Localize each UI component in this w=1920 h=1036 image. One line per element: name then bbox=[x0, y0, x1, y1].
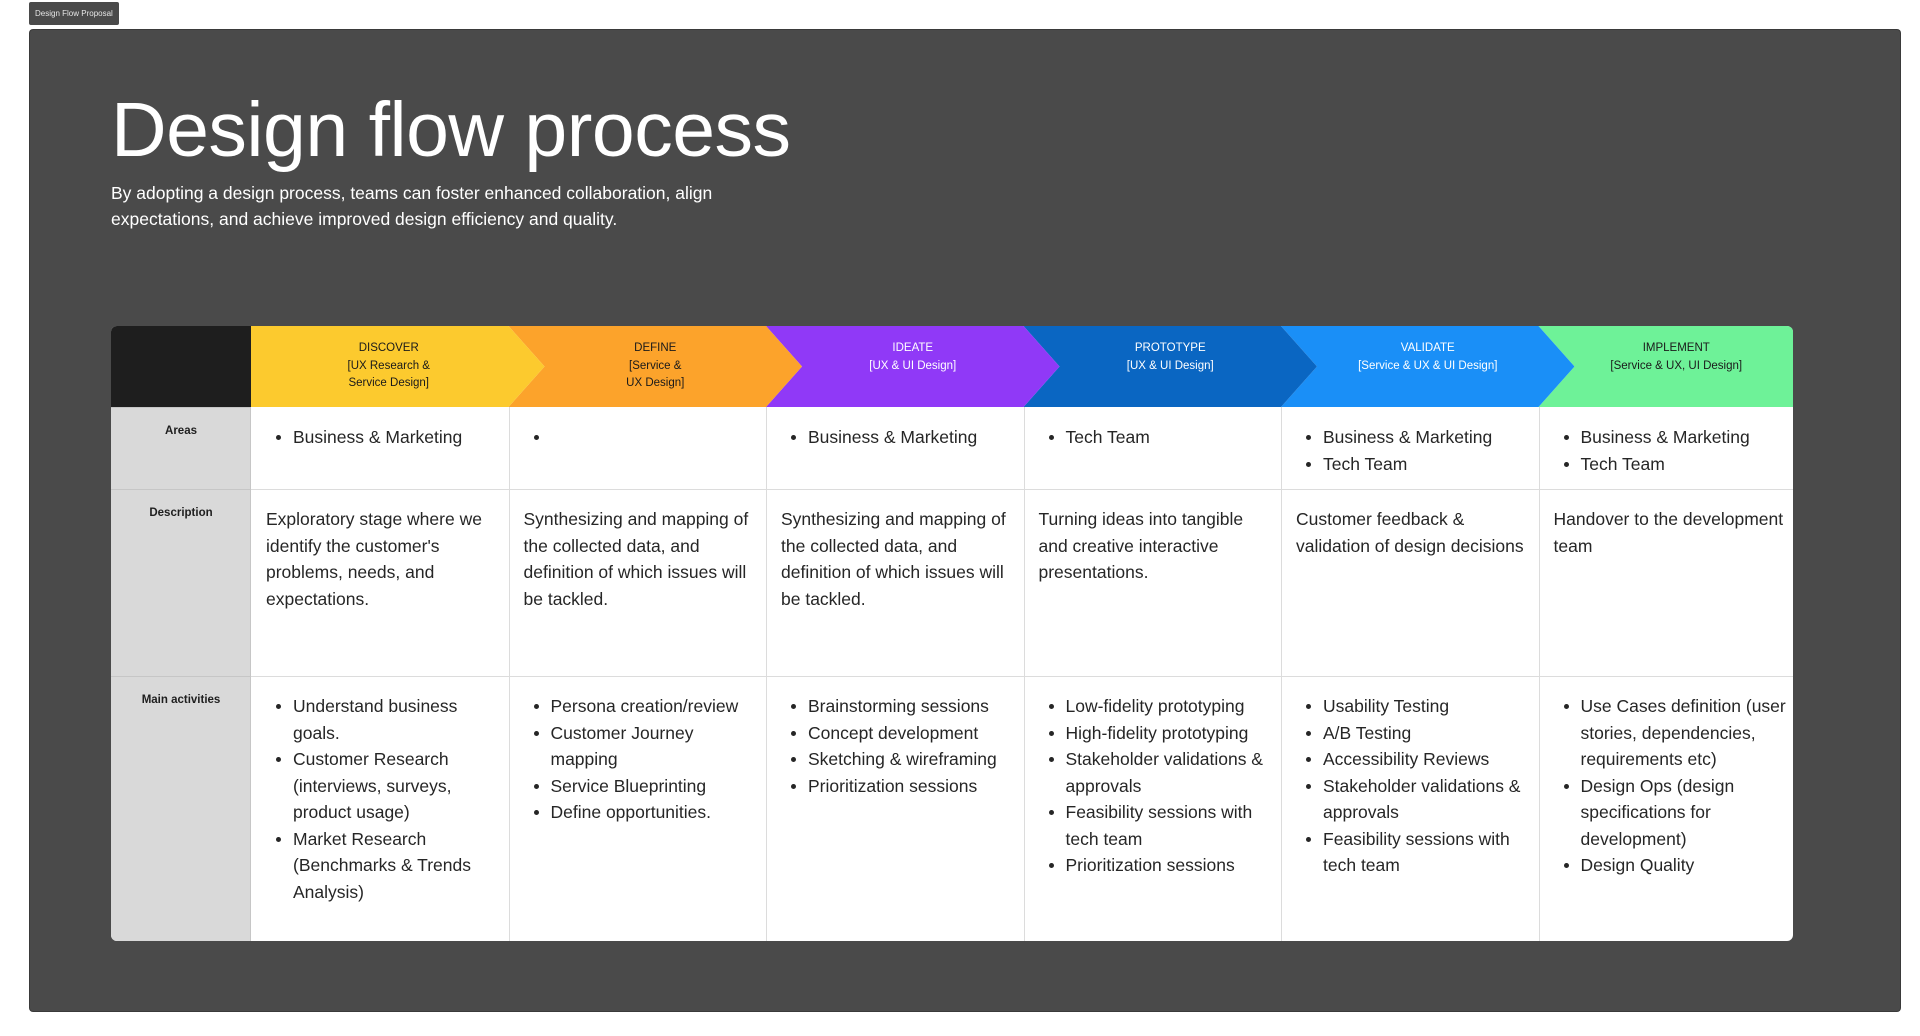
divider bbox=[250, 407, 251, 941]
list-item: Use Cases definition (user stories, depe… bbox=[1554, 693, 1794, 773]
list-item: Understand business goals. bbox=[266, 693, 506, 746]
stage-label: IMPLEMENT [Service & UX, UI Design] bbox=[1610, 342, 1743, 372]
list-item: Sketching & wireframing bbox=[781, 746, 1021, 773]
stage-label: DEFINE [Service & UX Design] bbox=[626, 342, 685, 389]
list-item: Prioritization sessions bbox=[1039, 852, 1279, 879]
stage-header-row: DISCOVER [UX Research & Service Design] D… bbox=[111, 326, 1793, 407]
cell-areas-define bbox=[524, 424, 781, 451]
row-label-column bbox=[111, 407, 251, 941]
cell-areas-ideate: Business & Marketing bbox=[781, 424, 1038, 451]
divider bbox=[251, 676, 1793, 677]
list-item: Customer Research (interviews, surveys, … bbox=[266, 746, 506, 826]
stage-chevron-validate bbox=[1281, 326, 1575, 407]
cell-activities-implement: Use Cases definition (user stories, depe… bbox=[1554, 693, 1794, 879]
list-item: Tech Team bbox=[1296, 451, 1553, 478]
list-item: Tech Team bbox=[1039, 424, 1296, 451]
row-label-areas: Areas bbox=[165, 425, 197, 437]
page-subtitle: By adopting a design process, teams can … bbox=[111, 183, 713, 229]
list-item: Stakeholder validations & approvals bbox=[1039, 746, 1279, 799]
process-table: DISCOVER [UX Research & Service Design] D… bbox=[111, 326, 1793, 941]
list-item: Accessibility Reviews bbox=[1296, 746, 1536, 773]
design-frame: Design flow process By adopting a design… bbox=[30, 30, 1900, 1011]
stage-label: IDEATE [UX & UI Design] bbox=[869, 342, 957, 372]
row-label-description: Description bbox=[149, 507, 213, 519]
divider bbox=[111, 489, 251, 490]
list-item: Design Quality bbox=[1554, 852, 1794, 879]
list-item: Service Blueprinting bbox=[524, 773, 764, 800]
list-item: Customer Journey mapping bbox=[524, 720, 764, 773]
cell-description-implement: Handover to the development team bbox=[1553, 509, 1784, 556]
list-item: Feasibility sessions with tech team bbox=[1296, 826, 1536, 879]
stage-header-discover: DISCOVER [UX Research & Service Design] bbox=[251, 326, 527, 407]
list-item: Define opportunities. bbox=[524, 799, 764, 826]
stage-chevron-implement bbox=[1538, 326, 1793, 407]
divider bbox=[251, 489, 1793, 490]
cell-description-discover: Exploratory stage where we identify the … bbox=[266, 509, 482, 609]
list-item: Persona creation/review bbox=[524, 693, 764, 720]
list-item: Market Research (Benchmarks & Trends Ana… bbox=[266, 826, 506, 906]
cell-description-ideate: Synthesizing and mapping of the collecte… bbox=[781, 509, 1006, 609]
list-item: Stakeholder validations & approvals bbox=[1296, 773, 1536, 826]
list-item: Business & Marketing bbox=[1296, 424, 1553, 451]
list-item: Prioritization sessions bbox=[781, 773, 1021, 800]
divider bbox=[1281, 407, 1282, 941]
divider bbox=[1024, 407, 1025, 941]
divider bbox=[1539, 407, 1540, 941]
stage-chevron-define bbox=[508, 326, 802, 407]
stage-header-validate: VALIDATE [Service & UX & UI Design] bbox=[1299, 326, 1557, 407]
stage-header-implement: IMPLEMENT [Service & UX, UI Design] bbox=[1557, 326, 1794, 407]
cell-activities-discover: Understand business goals.Customer Resea… bbox=[266, 693, 506, 905]
list-item: Design Ops (design specifications for de… bbox=[1554, 773, 1794, 853]
cell-description-define: Synthesizing and mapping of the collecte… bbox=[523, 509, 749, 609]
divider bbox=[111, 407, 251, 408]
list-item: Brainstorming sessions bbox=[781, 693, 1021, 720]
stage-chevrons bbox=[251, 326, 1793, 407]
cell-areas-discover: Business & Marketing bbox=[266, 424, 523, 451]
stage-header-ideate: IDEATE [UX & UI Design] bbox=[784, 326, 1042, 407]
stage-chevron-ideate bbox=[766, 326, 1060, 407]
divider bbox=[111, 676, 251, 677]
stage-label: DISCOVER [UX Research & Service Design] bbox=[347, 342, 430, 389]
cell-description-validate: Customer feedback & validation of design… bbox=[1296, 509, 1524, 556]
stage-label: VALIDATE [Service & UX & UI Design] bbox=[1358, 342, 1498, 372]
stage-chevron-discover bbox=[251, 326, 545, 407]
page-title: Design flow process bbox=[111, 87, 791, 173]
list-item: Feasibility sessions with tech team bbox=[1039, 799, 1279, 852]
stage-chevron-prototype bbox=[1023, 326, 1317, 407]
list-item: Usability Testing bbox=[1296, 693, 1536, 720]
list-item: Low-fidelity prototyping bbox=[1039, 693, 1279, 720]
list-item: High-fidelity prototyping bbox=[1039, 720, 1279, 747]
list-item: Business & Marketing bbox=[266, 424, 523, 451]
row-label-main-activities: Main activities bbox=[141, 694, 221, 706]
frame-name-tag[interactable]: Design Flow Proposal bbox=[29, 2, 119, 25]
list-item: Concept development bbox=[781, 720, 1021, 747]
stage-label: PROTOTYPE [UX & UI Design] bbox=[1126, 342, 1214, 372]
cell-description-prototype: Turning ideas into tangible and creative… bbox=[1038, 509, 1244, 582]
stage-header-define: DEFINE [Service & UX Design] bbox=[527, 326, 785, 407]
divider bbox=[766, 407, 767, 941]
list-item: Business & Marketing bbox=[1554, 424, 1794, 451]
header-corner bbox=[111, 326, 251, 407]
list-item: Tech Team bbox=[1554, 451, 1794, 478]
cell-areas-prototype: Tech Team bbox=[1039, 424, 1296, 451]
list-item: A/B Testing bbox=[1296, 720, 1536, 747]
list-item: Business & Marketing bbox=[781, 424, 1038, 451]
divider bbox=[509, 407, 510, 941]
stage-header-prototype: PROTOTYPE [UX & UI Design] bbox=[1042, 326, 1300, 407]
list-item bbox=[524, 424, 781, 451]
